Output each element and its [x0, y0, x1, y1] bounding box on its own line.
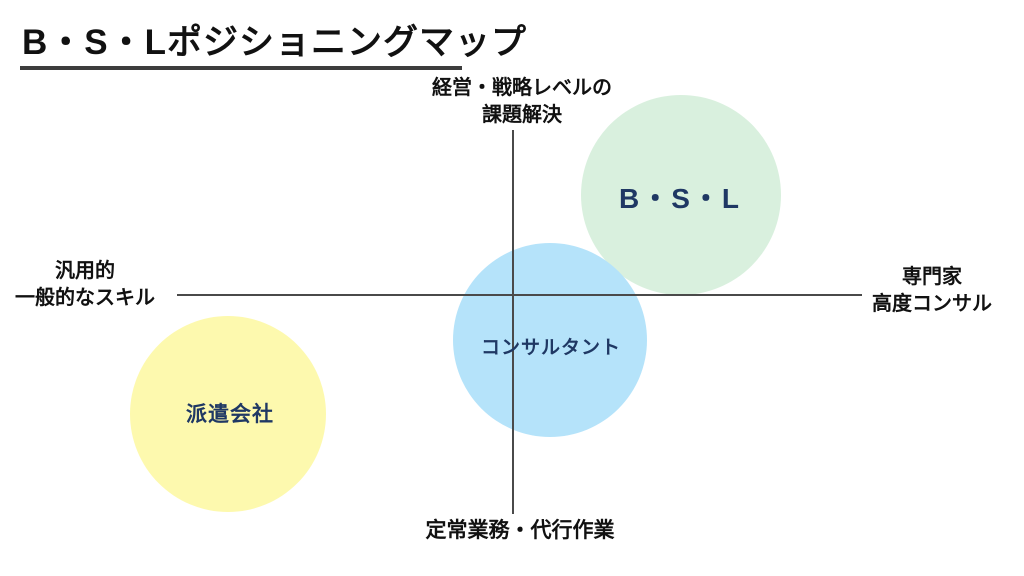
title-underline	[20, 66, 462, 70]
vertical-axis-line	[512, 130, 514, 514]
bubble-label-bsl: B・S・L	[618, 183, 742, 214]
axis-label-top: 経営・戦略レベルの 課題解決	[372, 75, 672, 129]
axis-label-right: 専門家 高度コンサル	[857, 264, 1007, 318]
axis-label-right-line1: 専門家	[902, 266, 962, 288]
bubble-label-haken: 派遣会社	[186, 403, 274, 426]
axis-label-top-line2: 課題解決	[482, 104, 562, 126]
bubble-consultant	[453, 243, 647, 437]
bubble-haken	[130, 316, 326, 512]
bubble-bsl	[581, 95, 781, 295]
axis-label-bottom-line1: 定常業務・代行作業	[425, 519, 615, 542]
axis-label-top-line1: 経営・戦略レベルの	[432, 77, 612, 99]
axis-label-right-line2: 高度コンサル	[872, 293, 992, 315]
page-title: B・S・Lポジショニングマップ	[22, 23, 528, 62]
axis-label-left-line1: 汎用的	[55, 260, 115, 282]
horizontal-axis-line	[177, 294, 862, 296]
axis-label-left-line2: 一般的なスキル	[15, 287, 155, 309]
axis-label-bottom: 定常業務・代行作業	[370, 517, 670, 544]
bubble-label-consultant: コンサルタント	[480, 337, 622, 359]
axis-label-left: 汎用的 一般的なスキル	[0, 258, 170, 312]
